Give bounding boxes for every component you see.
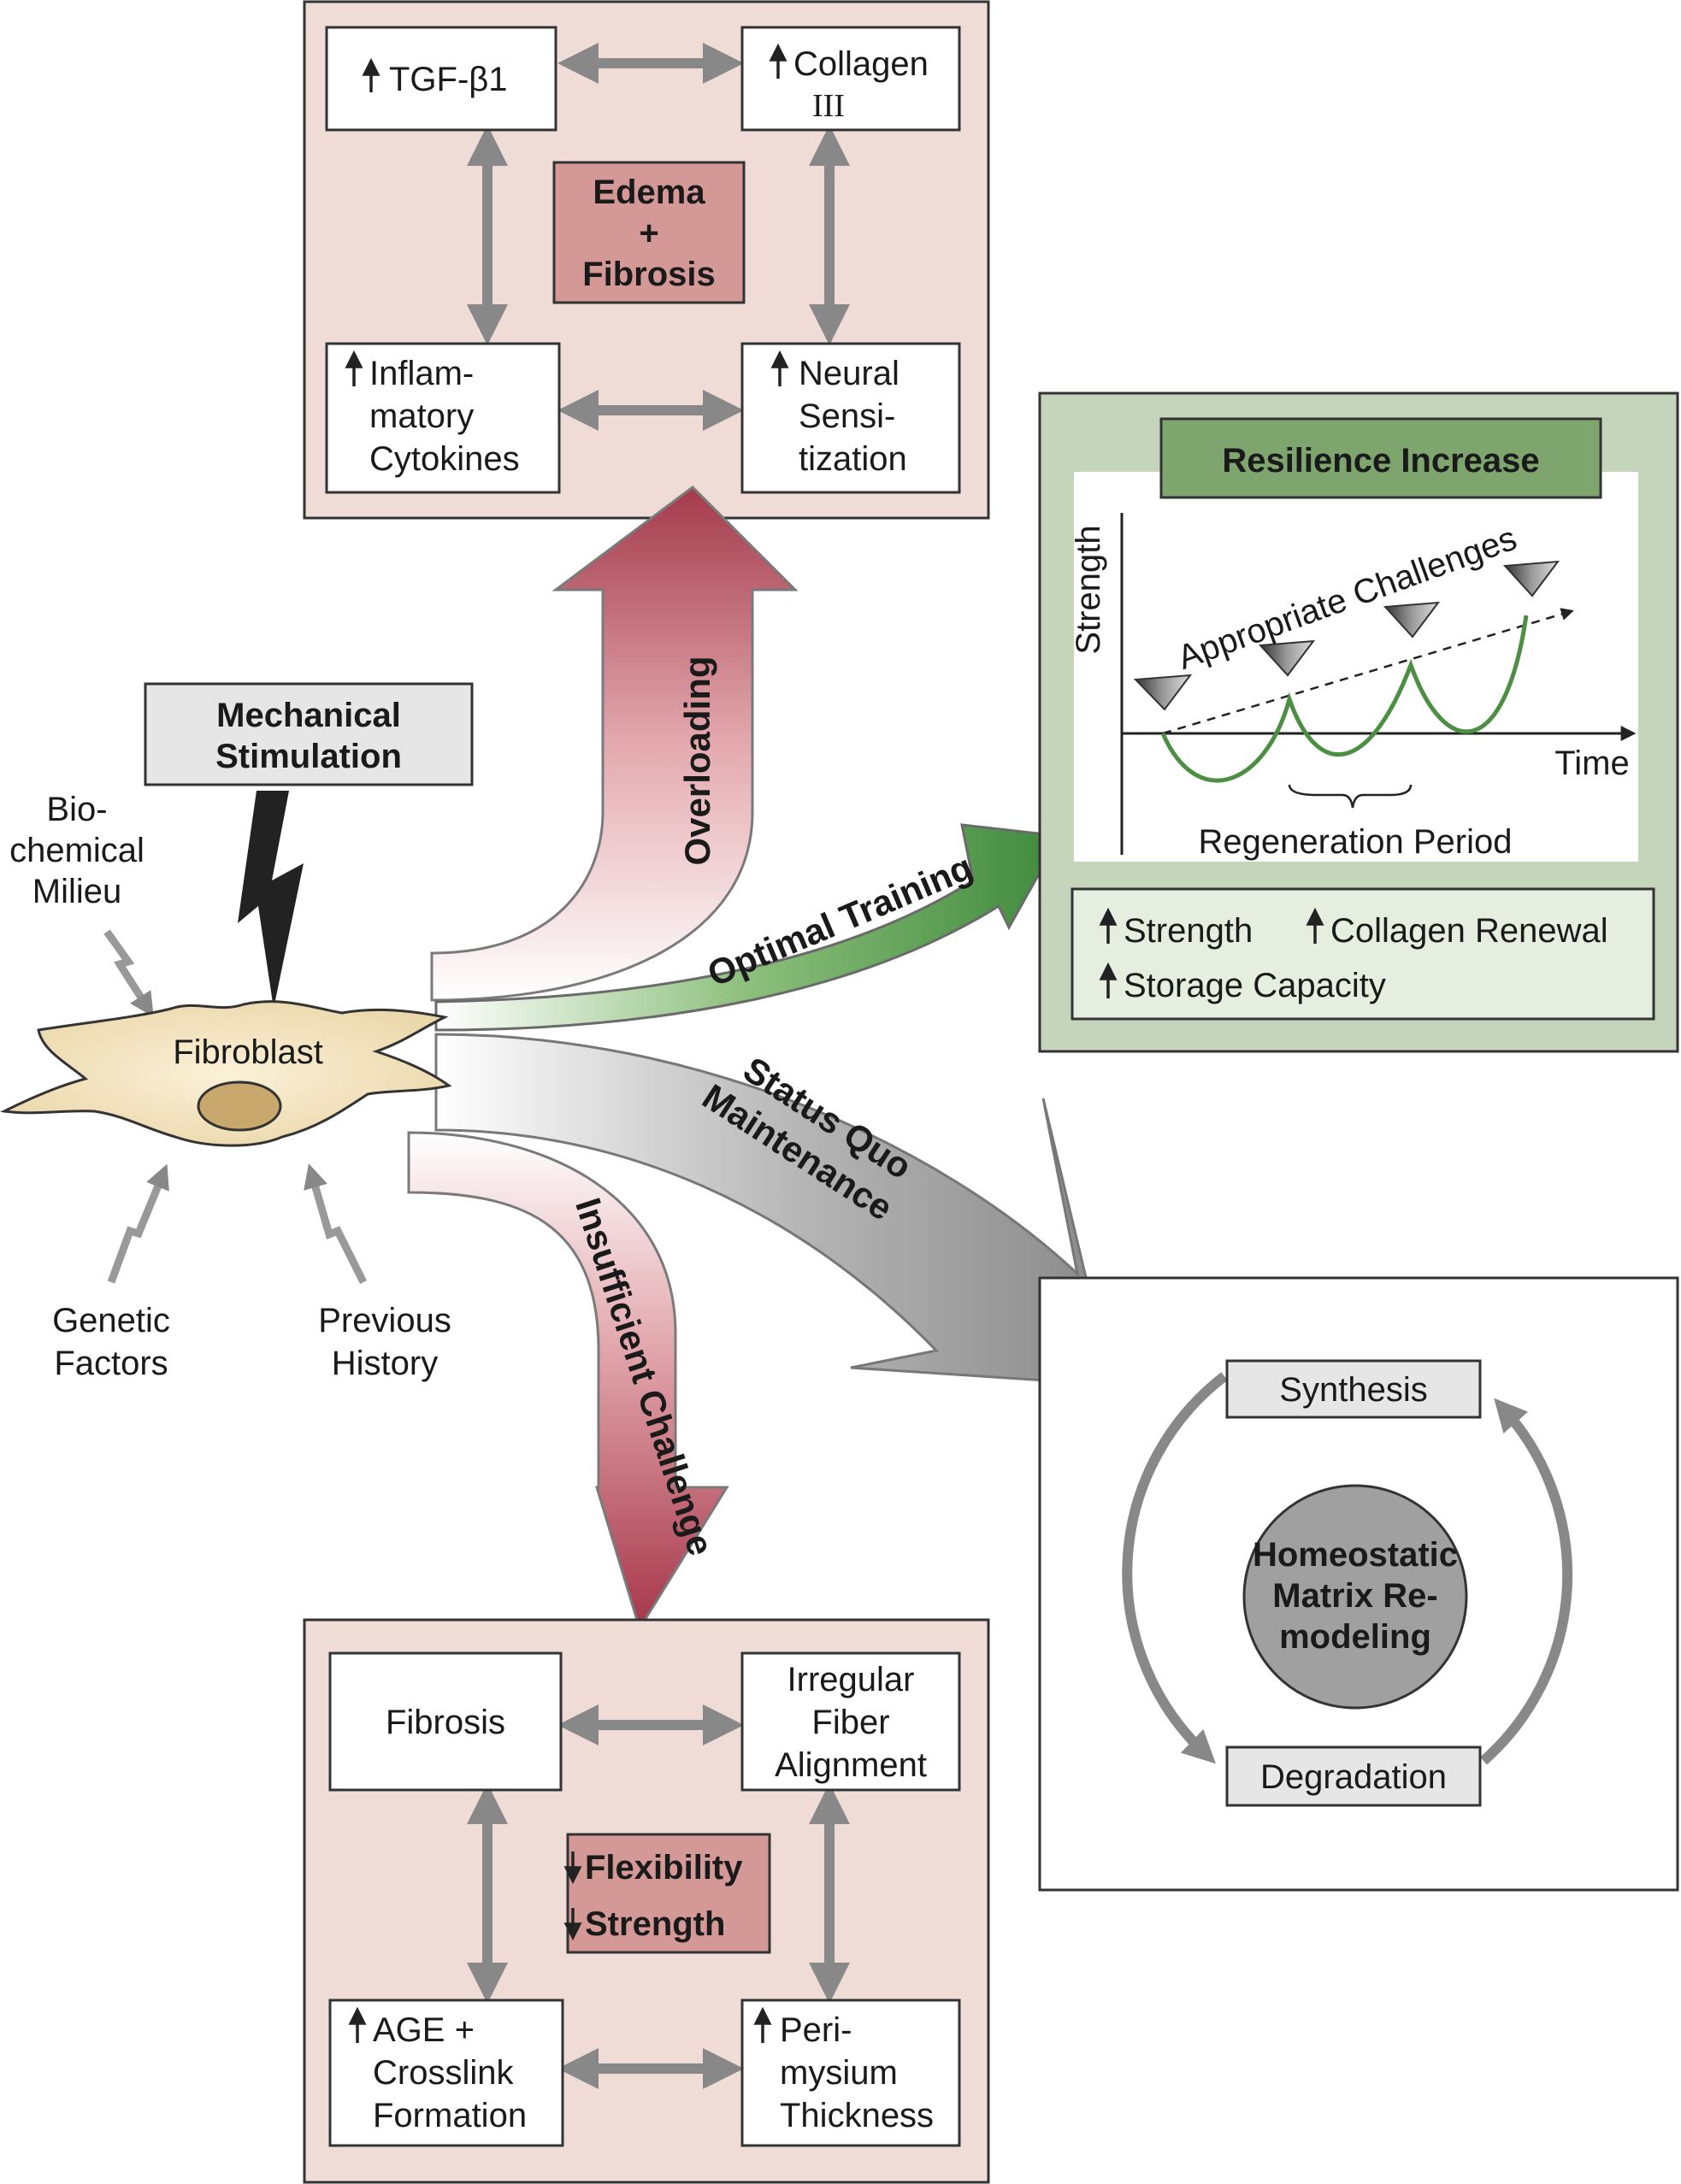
top-panel: Edema + Fibrosis TGF-β1 Collagen III Inf…: [303, 0, 990, 520]
fibrosis-label: Fibrosis: [386, 1704, 505, 1741]
trend-line: [1162, 608, 1574, 735]
edema-fibrosis-box: [552, 161, 746, 304]
y-axis-label: Strength: [1070, 525, 1107, 654]
fibrosis-label: Fibrosis: [582, 256, 716, 293]
cycle-arrow-left: [1122, 1372, 1228, 1764]
stimulation-label: Stimulation: [215, 738, 402, 775]
perimysium-line2: mysium: [780, 2054, 898, 2092]
irregular-box: [740, 1651, 961, 1792]
cycle-arrow-right: [1480, 1398, 1573, 1765]
insufficient-arrow: Insufficient Challenge: [407, 1131, 729, 1632]
genetic-line1: Genetic: [52, 1302, 170, 1339]
homeostatic-line1: Homeostatic: [1253, 1536, 1458, 1574]
synthesis-label: Synthesis: [1279, 1371, 1427, 1409]
genetic-arrow-icon: [107, 1163, 169, 1284]
resilience-title-box: [1159, 417, 1602, 499]
benefits-box: [1071, 887, 1655, 1021]
history-arrow-icon: [304, 1163, 368, 1285]
plus-label: +: [639, 215, 658, 252]
homeostatic-circle: [1242, 1484, 1468, 1710]
neural-line1: Neural: [799, 355, 899, 392]
biochemical-arrow-icon: [103, 929, 154, 1018]
benefit-storage: Storage Capacity: [1124, 967, 1386, 1004]
history-line2: History: [332, 1345, 438, 1382]
brace-icon: [1288, 784, 1413, 809]
homeostatic-line2: Matrix Re-: [1272, 1577, 1437, 1615]
age-box: [328, 1999, 564, 2147]
overloading-arrow: Overloading: [430, 486, 799, 1002]
synthesis-box: [1225, 1359, 1482, 1419]
challenge-marker-icon: [1133, 674, 1193, 711]
x-axis-label: Time: [1554, 745, 1629, 782]
age-line3: Formation: [373, 2097, 527, 2134]
biochemical-line3: Milieu: [32, 873, 121, 910]
irregular-line1: Irregular: [787, 1661, 915, 1698]
chart-area: [1074, 472, 1638, 862]
irregular-line2: Fiber: [811, 1704, 889, 1741]
perimysium-box: [740, 1999, 961, 2147]
overloading-label: Overloading: [677, 656, 717, 865]
strength-label: Strength: [585, 1905, 725, 1943]
tgf-box: [325, 26, 557, 132]
age-line1: AGE +: [373, 2011, 475, 2049]
degradation-label: Degradation: [1260, 1758, 1447, 1796]
challenge-marker-icon: [1383, 601, 1441, 639]
irregular-line3: Alignment: [775, 1746, 927, 1784]
mechanical-stimulation-box: [144, 682, 474, 786]
homeostatic-line3: modeling: [1279, 1618, 1431, 1656]
biochemical-line1: Bio-: [46, 791, 107, 828]
biochemical-line2: chemical: [9, 832, 145, 869]
cytokines-line3: Cytokines: [369, 440, 520, 478]
benefit-collagen: Collagen Renewal: [1330, 912, 1608, 950]
bottom-panel: Flexibility Strength Fibrosis Irregular …: [303, 1618, 990, 2184]
fibroblast-label: Fibroblast: [173, 1033, 323, 1071]
homeostatic-panel: Homeostatic Matrix Re- modeling Synthesi…: [1038, 1276, 1679, 1892]
edema-label: Edema: [593, 174, 705, 211]
cytokines-box: [325, 342, 561, 494]
perimysium-line3: Thickness: [780, 2097, 934, 2134]
benefit-strength: Strength: [1124, 912, 1253, 950]
mechanical-label: Mechanical: [216, 697, 401, 734]
flexibility-strength-box: [566, 1833, 771, 1954]
genetic-line2: Factors: [54, 1345, 168, 1382]
lightning-bolt-icon: [238, 791, 304, 1009]
optimal-training-arrow: Optimal Training: [434, 823, 1063, 1032]
degradation-box: [1225, 1745, 1482, 1807]
collagen-type-label: III: [812, 88, 845, 124]
resilience-title: Resilience Increase: [1222, 442, 1539, 480]
challenge-marker-icon: [1502, 560, 1560, 598]
history-line1: Previous: [318, 1302, 451, 1339]
resilience-panel: Resilience Increase Strength Time Approp…: [1038, 391, 1679, 1053]
challenge-marker-icon: [1258, 639, 1316, 677]
left-inputs: Mechanical Stimulation Bio- chemical Mil…: [0, 682, 474, 1382]
cytokines-line2: matory: [369, 397, 474, 435]
cytokines-line1: Inflam-: [369, 355, 474, 392]
perimysium-line1: Peri-: [780, 2011, 852, 2049]
nucleus-icon: [197, 1080, 282, 1132]
fibrosis-box: [328, 1651, 563, 1792]
neural-line2: Sensi-: [799, 397, 895, 435]
flexibility-label: Flexibility: [585, 1849, 743, 1887]
fibroblast-cell: [0, 1000, 452, 1147]
neural-line3: tization: [799, 440, 907, 478]
tgf-label: TGF-β1: [389, 61, 508, 98]
collagen-label: Collagen: [793, 45, 929, 83]
regeneration-label: Regeneration Period: [1199, 823, 1513, 861]
strength-curve: [1160, 615, 1529, 783]
age-line2: Crosslink: [373, 2054, 514, 2092]
